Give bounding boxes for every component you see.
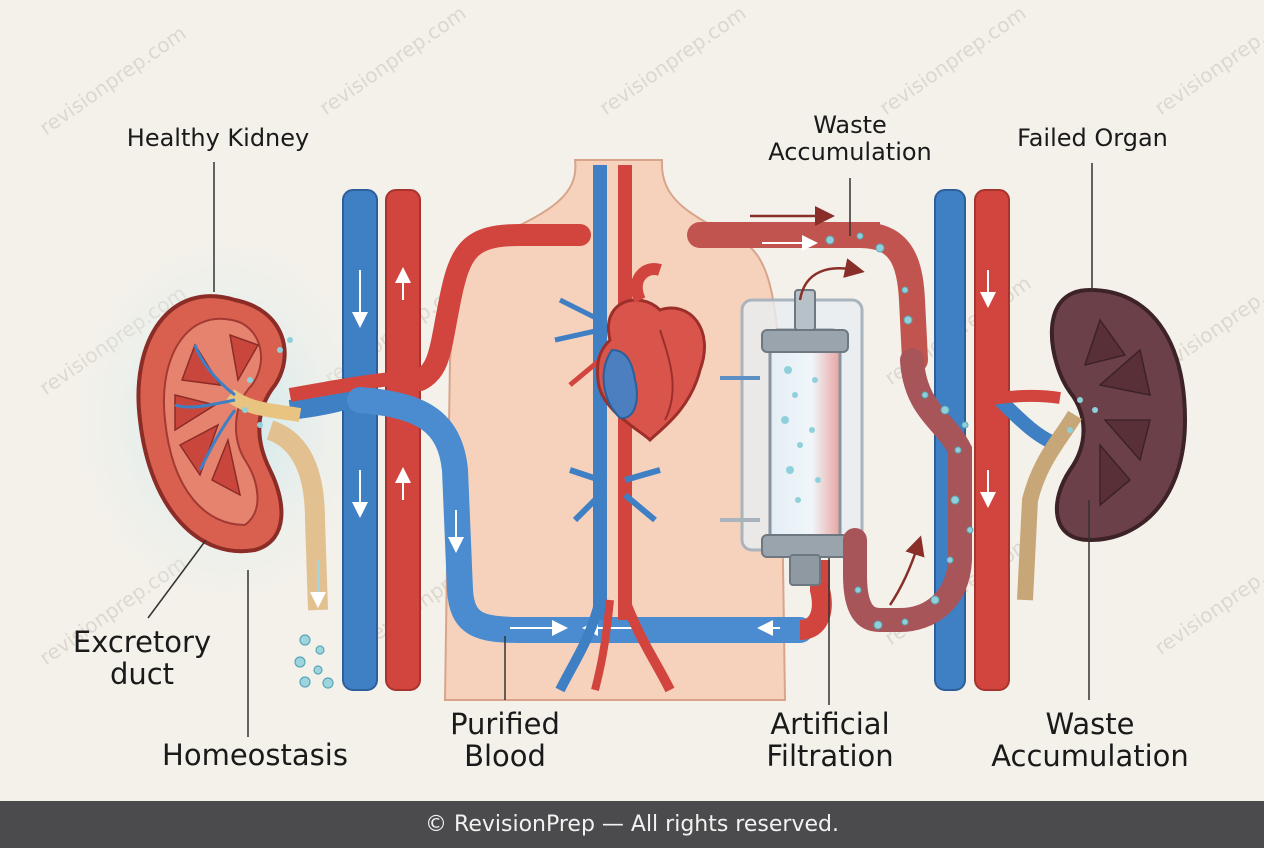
- label-line: Artificial: [770, 707, 890, 741]
- label-line: Filtration: [766, 739, 894, 774]
- label-line: Waste: [813, 111, 887, 139]
- failed-kidney-icon: [1017, 287, 1188, 601]
- label-line: Purified: [450, 707, 560, 741]
- label-waste-accumulation-top: Waste Accumulation: [745, 112, 955, 166]
- label-line: Blood: [464, 739, 546, 774]
- label-line: Accumulation: [991, 739, 1189, 774]
- heart-icon: [596, 263, 706, 443]
- label-line: Accumulation: [768, 137, 932, 166]
- label-excretory-duct: Excretory duct: [52, 626, 232, 691]
- label-homeostasis: Homeostasis: [162, 738, 348, 772]
- label-purified-blood: Purified Blood: [420, 708, 590, 773]
- healthy-kidney-icon: [136, 294, 328, 611]
- leader-lines: [147, 162, 1093, 737]
- label-line: Waste: [1045, 707, 1135, 741]
- label-healthy-kidney: Healthy Kidney: [126, 124, 310, 152]
- label-waste-accumulation-bottom: Waste Accumulation: [975, 708, 1205, 773]
- dialyzer-icon: [761, 289, 849, 586]
- copyright-footer: © RevisionPrep — All rights reserved.: [0, 801, 1264, 848]
- label-artificial-filtration: Artificial Filtration: [740, 708, 920, 773]
- torso: [443, 159, 787, 701]
- circulation-illustration: [55, 159, 1188, 737]
- label-failed-organ: Failed Organ: [1017, 124, 1168, 152]
- label-line: duct: [109, 657, 175, 692]
- footer-text: © RevisionPrep — All rights reserved.: [425, 812, 839, 837]
- label-line: Excretory: [72, 625, 212, 659]
